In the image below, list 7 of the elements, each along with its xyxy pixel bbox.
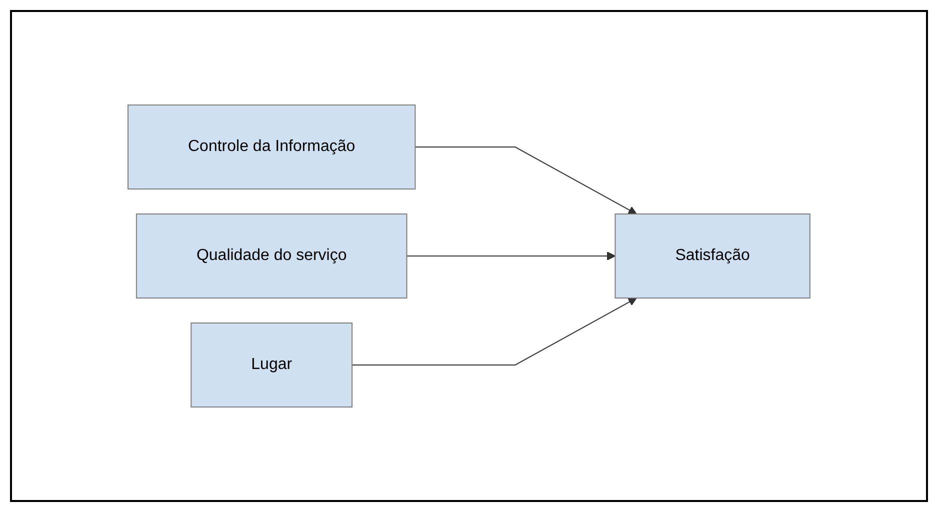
arrow <box>352 298 637 366</box>
node-box: Qualidade do serviço <box>136 214 408 298</box>
node-box: Satisfação <box>614 214 810 298</box>
arrow <box>414 146 637 214</box>
node-box: Lugar <box>190 322 353 408</box>
arrow <box>406 252 616 260</box>
node-box: Controle da Informação <box>128 104 416 190</box>
